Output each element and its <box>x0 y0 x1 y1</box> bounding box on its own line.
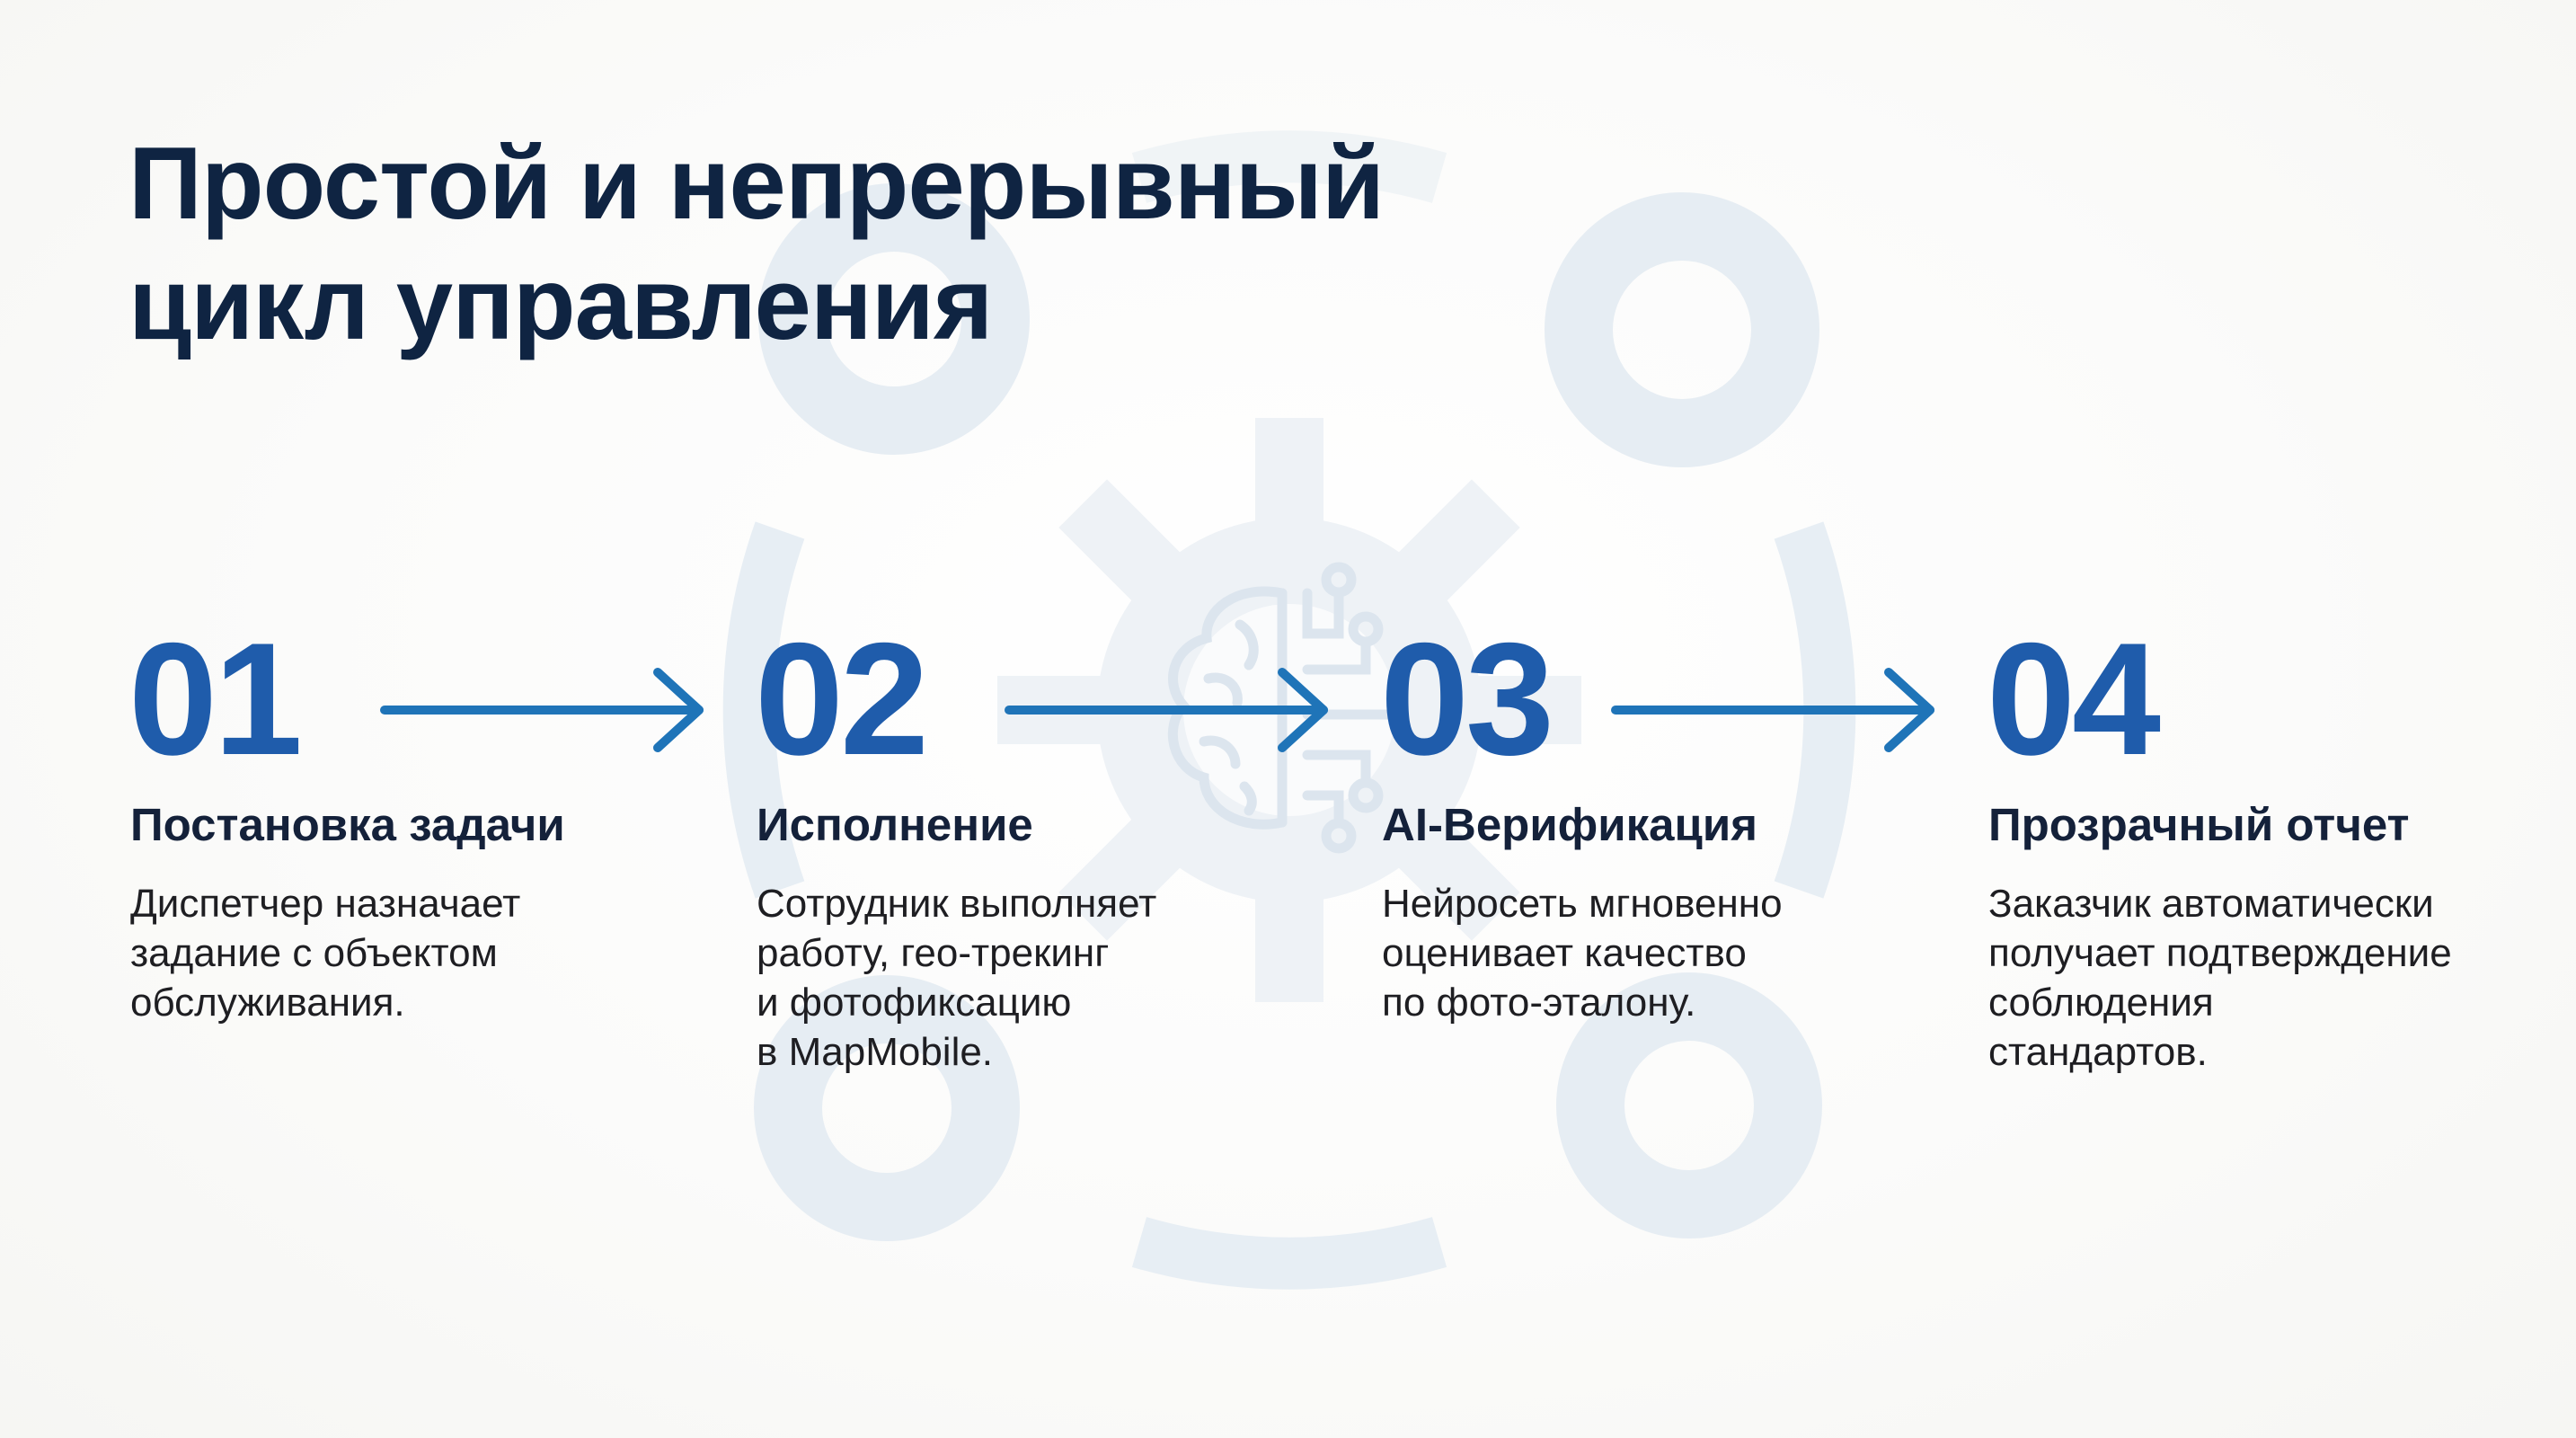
step-description-line: Диспетчер назначает <box>130 882 521 926</box>
step-description-line: соблюдения <box>1988 981 2214 1025</box>
arrow-right-icon <box>1005 668 1328 752</box>
step-number: 02 <box>755 609 929 788</box>
step-title: Исполнение <box>757 799 1033 850</box>
step-title: AI-Верификация <box>1382 799 1758 850</box>
title-line-1: Простой и непрерывный <box>128 127 1385 241</box>
ring-icon <box>1556 972 1822 1238</box>
step-title: Прозрачный отчет <box>1988 799 2410 850</box>
step-description: Нейросеть мгновенно оценивает качество п… <box>1382 879 1783 1027</box>
ring-icon <box>754 975 1020 1241</box>
step-description-line: Заказчик автоматически <box>1988 882 2434 926</box>
step-number: 01 <box>128 609 303 788</box>
step-description-line: оценивает качество <box>1382 931 1747 975</box>
step-description: Сотрудник выполняет работу, гео-трекинг … <box>757 879 1156 1077</box>
title-line-2: цикл управления <box>128 247 993 361</box>
page-title: Простой и непрерывный цикл управления <box>128 124 1385 365</box>
step-description-line: Нейросеть мгновенно <box>1382 882 1783 926</box>
step-description-line: обслуживания. <box>130 981 405 1025</box>
step-description-line: стандартов. <box>1988 1030 2208 1074</box>
arrow-right-icon <box>1611 668 1934 752</box>
ring-icon <box>758 183 1030 455</box>
step-description-line: задание с объектом <box>130 931 498 975</box>
step-description-line: в MapMobile. <box>757 1030 994 1074</box>
step-description-line: по фото-эталону. <box>1382 981 1696 1025</box>
step-description-line: Сотрудник выполняет <box>757 882 1157 926</box>
step-description: Заказчик автоматически получает подтверж… <box>1988 879 2452 1077</box>
step-number: 04 <box>1987 609 2161 788</box>
step-description-line: работу, гео-трекинг <box>757 931 1110 975</box>
step-description-line: получает подтверждение <box>1988 931 2452 975</box>
arrow-right-icon <box>380 668 704 752</box>
step-title: Постановка задачи <box>130 799 565 850</box>
step-description-line: и фотофиксацию <box>757 981 1072 1025</box>
ring-icon <box>1545 192 1819 467</box>
step-number: 03 <box>1380 609 1554 788</box>
step-description: Диспетчер назначает задание с объектом о… <box>130 879 520 1027</box>
